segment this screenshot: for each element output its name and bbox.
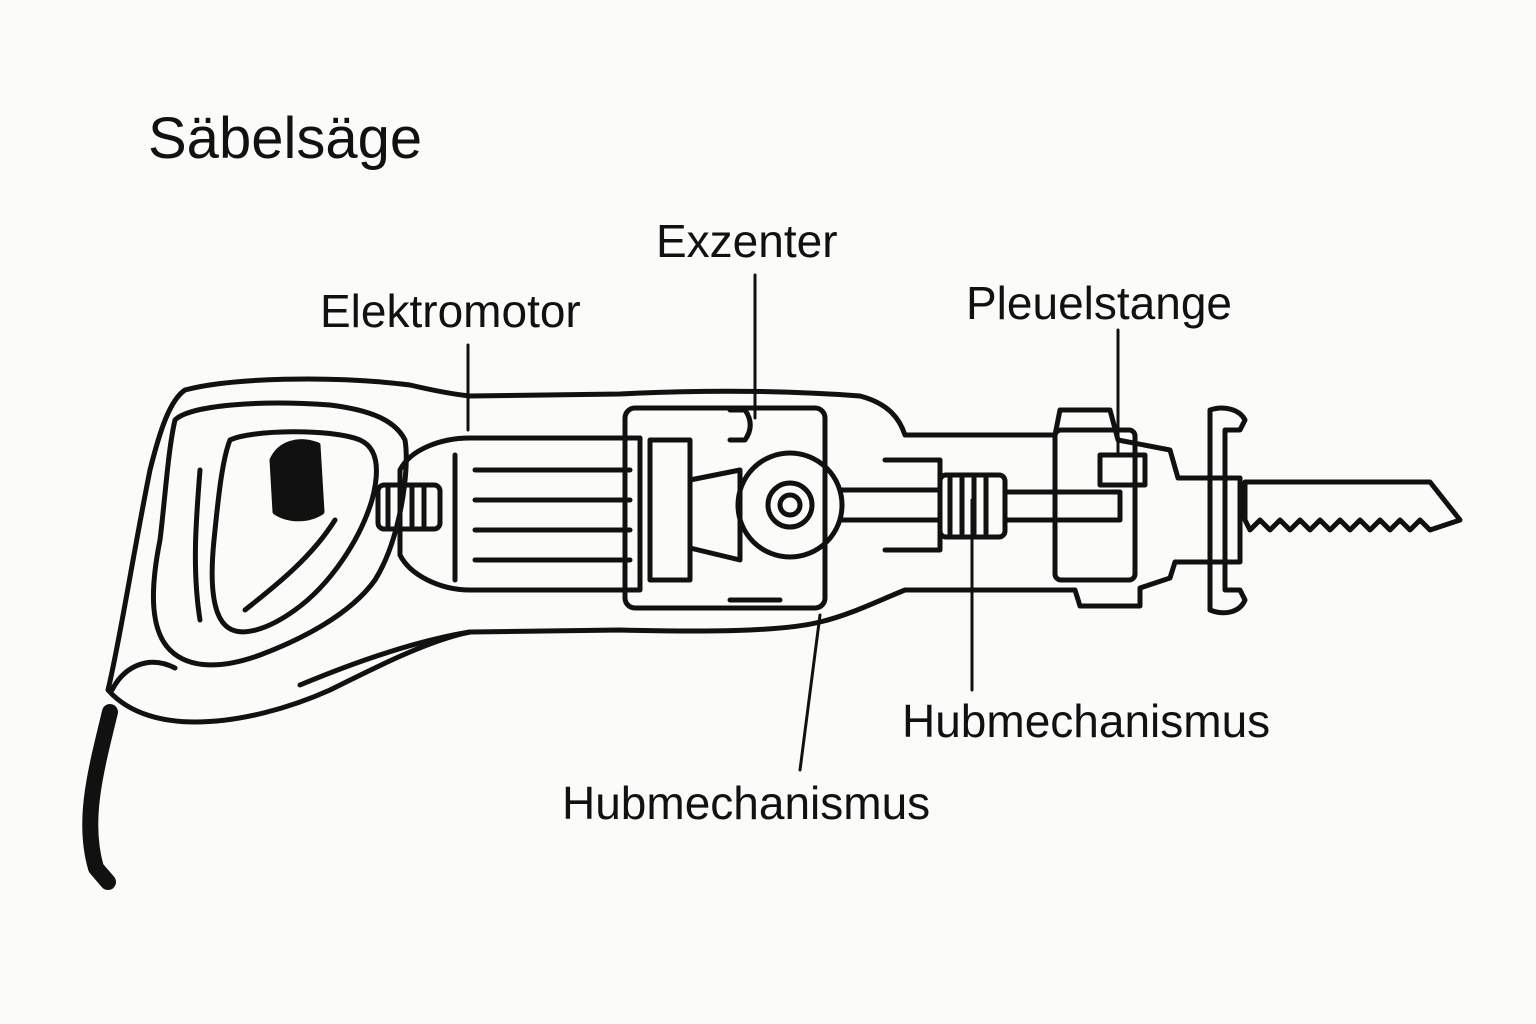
power-cord	[82, 704, 118, 890]
label-hubmechanismus-bottom: Hubmechanismus	[562, 777, 931, 829]
gear-section	[622, 405, 828, 611]
label-hubmechanismus-right: Hubmechanismus	[902, 695, 1271, 747]
connecting-rod	[839, 427, 1148, 583]
saw-blade	[1242, 479, 1463, 533]
blade-shoe	[1207, 405, 1248, 616]
eccentric-wheel	[735, 450, 845, 560]
diagram-title: Säbelsäge	[148, 106, 423, 171]
label-pleuelstange: Pleuelstange	[966, 277, 1232, 329]
motor-housing	[375, 435, 643, 593]
label-elektromotor: Elektromotor	[320, 285, 581, 337]
label-exzenter: Exzenter	[656, 215, 838, 267]
trigger	[269, 439, 325, 522]
saw-housing	[105, 376, 1243, 725]
leader-lines	[466, 273, 1120, 772]
